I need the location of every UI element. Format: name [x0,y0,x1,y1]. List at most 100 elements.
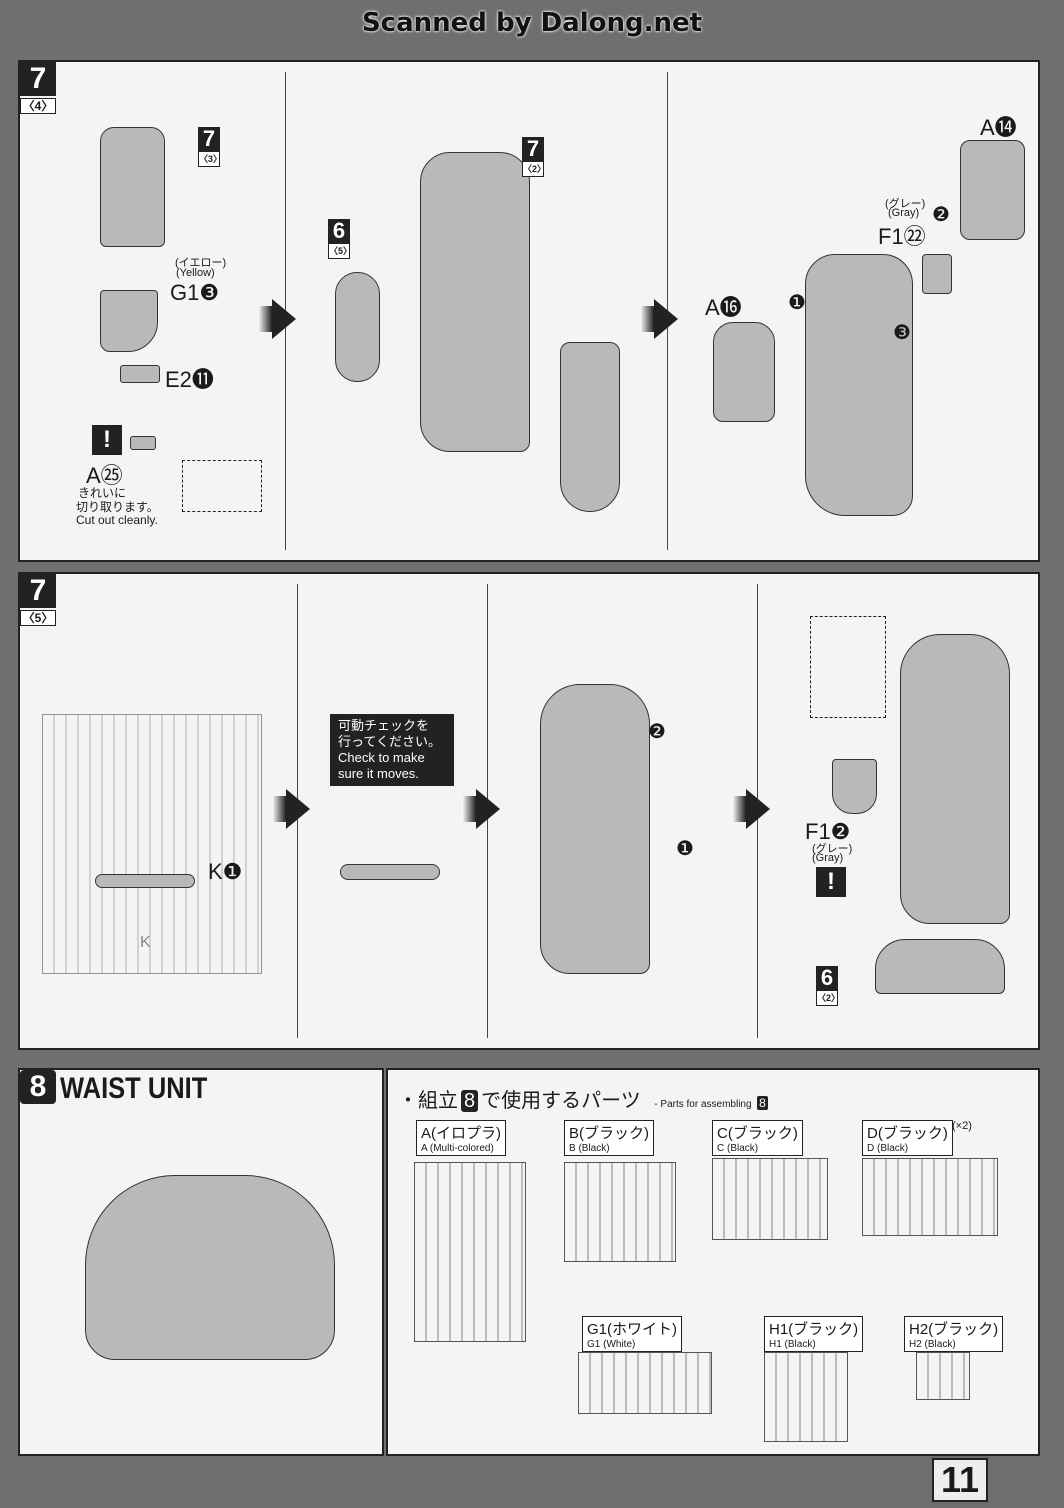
part-label-a14: A⓮ [980,115,1017,140]
movement-check-note: 可動チェックを 行ってください。 Check to make sure it m… [330,714,454,786]
g1-part-illustration [100,290,158,352]
step-number: 7 [20,62,56,96]
next-arrow-icon [654,299,678,339]
parts-title-jp: で使用するパーツ [481,1090,641,1112]
runner-tag-h2: H2(ブラック)H2 (Black) [904,1316,1004,1352]
armor-part-illustration [560,342,620,512]
detail-callout [810,616,886,718]
runner-en: A (Multi-colored) [421,1143,494,1154]
part-label-f1: F1㉒ [878,224,926,249]
next-arrow-icon [272,299,296,339]
section-title: WAIST UNIT [60,1072,208,1105]
order-number: ❶ [676,838,694,860]
next-arrow-icon [476,789,500,829]
leg-assembly-illustration [420,152,530,452]
k1-part-illustration [95,874,195,888]
runner-en: D (Black) [867,1143,909,1154]
f1-color-jp: (グレー) [812,843,853,855]
next-arrow-icon [746,789,770,829]
ref-step: 6 [328,219,350,243]
runner-jp: G1(ホワイト) [587,1321,678,1338]
leg-assembly-illustration [540,684,650,974]
f1-part-illustration [922,254,952,294]
ref-step-sub: 〈5〉 [328,243,352,259]
runner-tag-b: B(ブラック)B (Black) [564,1120,654,1156]
step-7-5-panel: 7 〈5〉 K K❶ 可動チェックを 行ってください。 Check to mak… [18,572,1040,1050]
part-label-a16: A⓰ [705,295,742,320]
leg-assembly-illustration [900,634,1010,924]
runner-en: H1 (Black) [769,1339,816,1350]
ref-step: 7 [522,137,544,161]
order-number: ❷ [932,204,950,226]
order-number: ❶ [788,292,806,314]
ref-step: 7 [198,127,220,151]
parts-title-jp: ・組立 [398,1090,458,1112]
a16-part-illustration [713,322,775,422]
part-label-k1: K❶ [208,859,243,884]
runner-h2-illustration [916,1352,970,1400]
part-label-a25: A㉕ [86,463,123,488]
cut-note-en: Cut out cleanly. [76,513,158,527]
step-number: 7 [20,574,56,608]
runner-jp: H1(ブラック) [769,1321,859,1338]
order-number: ❸ [893,322,911,344]
runner-quantity: (×2) [952,1120,972,1132]
part-label-f1: F1❷ [805,819,851,844]
next-arrow-icon [286,789,310,829]
runner-tag-a: A(イロプラ)A (Multi-colored) [416,1120,506,1156]
runner-letter: K [140,934,151,951]
note-text: Check to make [338,750,425,765]
note-text: 可動チェックを [338,718,430,733]
arrow-bar [258,306,272,332]
runner-tag-d: D(ブラック)D (Black) [862,1120,953,1156]
ref-step-sub: 〈2〉 [816,990,840,1006]
note-text: 行ってください。 [338,734,441,749]
step-number: 8 [20,1070,56,1104]
e2-part-illustration [120,365,160,383]
detail-callout [182,460,262,512]
g1-color-jp: (イエロー) [175,257,227,269]
step-ref-badge: 8 [461,1090,479,1112]
ref-step-sub: 〈2〉 [522,161,546,177]
k-runner-illustration [42,714,262,974]
cut-note-jp: きれいに [78,486,127,500]
ref-step: 6 [816,966,838,990]
runner-jp: D(ブラック) [867,1125,948,1142]
arrow-bar [732,796,746,822]
foot-part-illustration [875,939,1005,994]
step-7-4-panel: 7 〈4〉 7 〈3〉 (イエロー) (Yellow) G1❸ E2⓫ ! A㉕… [18,60,1040,562]
runner-jp: B(ブラック) [569,1125,649,1142]
runner-a-illustration [414,1162,526,1342]
page-number: 11 [932,1458,988,1502]
step-sub: 〈4〉 [20,98,56,114]
shield-part-illustration [335,272,380,382]
f1-color-en: (Gray) [888,207,920,219]
runner-c-illustration [712,1158,828,1240]
runner-d-illustration [862,1158,998,1236]
order-number: ❷ [648,721,666,743]
runner-jp: C(ブラック) [717,1125,798,1142]
step-sub: 〈5〉 [20,610,56,626]
runner-tag-c: C(ブラック)C (Black) [712,1120,803,1156]
warning-icon: ! [816,867,846,897]
f1-color-en: (Gray) [812,852,844,864]
arrow-bar [640,306,654,332]
part-label-e2: E2⓫ [165,367,214,392]
runner-tag-g1: G1(ホワイト)G1 (White) [582,1316,683,1352]
runner-b-illustration [564,1162,676,1262]
runner-g1-illustration [578,1352,712,1414]
waist-unit-illustration [85,1175,335,1360]
runner-jp: A(イロプラ) [421,1125,501,1142]
a25-part-illustration [130,436,156,450]
note-text: sure it moves. [338,766,419,781]
a14-part-illustration [960,140,1025,240]
runner-en: C (Black) [717,1143,759,1154]
step-ref-badge: 8 [757,1096,768,1110]
cut-note-jp: 切り取ります。 [76,500,159,514]
runner-h1-illustration [764,1352,848,1442]
parts-title-en: - Parts for assembling [654,1099,752,1110]
runner-jp: H2(ブラック) [909,1321,999,1338]
ref-step-sub: 〈3〉 [198,151,222,167]
